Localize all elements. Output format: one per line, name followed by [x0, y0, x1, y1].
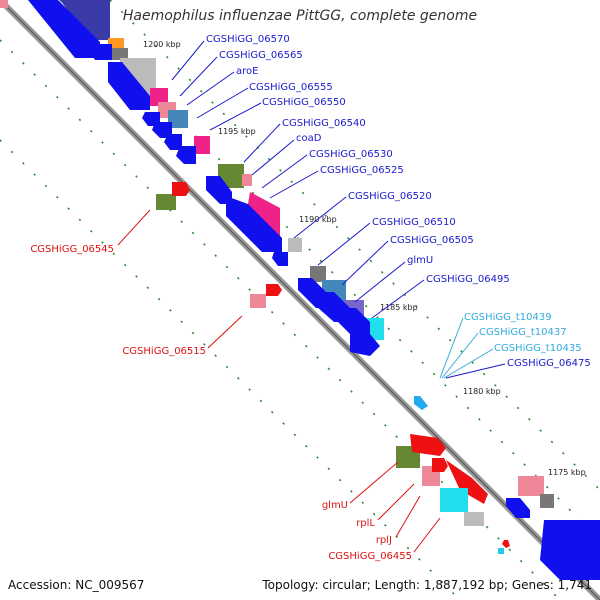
gene-label: CGSHiGG_06520: [348, 191, 432, 202]
ruler-label-1180: 1180 kbp: [463, 387, 501, 396]
forward-features: [28, 0, 600, 580]
gene-feature: [336, 308, 370, 336]
map-title: Haemophilus influenzae PittGG, complete …: [122, 8, 478, 24]
gene-label: CGSHiGG_06525: [320, 165, 404, 176]
gene-label: aroE: [236, 66, 258, 77]
genome-summary: Topology: circular; Length: 1,887,192 bp…: [262, 578, 592, 592]
gene-label: CGSHiGG_06455: [328, 551, 412, 562]
gene-feature: [28, 0, 100, 58]
ruler-label-1200: 1200 kbp: [143, 40, 181, 49]
rna-labels: CGSHiGG_t10439 CGSHiGG_t10437 CGSHiGG_t1…: [464, 312, 582, 354]
gene-feature: [506, 498, 530, 518]
gene-feature: [150, 88, 168, 106]
gene-feature: [246, 192, 280, 236]
gene-feature: [498, 548, 504, 554]
gene-feature: [266, 284, 282, 296]
gene-label: CGSHiGG_06545: [30, 244, 114, 255]
gene-feature: [168, 110, 188, 128]
gene-feature: [288, 238, 302, 252]
gene-label: CGSHiGG_06555: [249, 82, 333, 93]
ruler-labels: 1200 kbp 1195 kbp 1190 kbp 1185 kbp 1180…: [143, 40, 586, 477]
gene-feature: [350, 334, 380, 356]
forward-label-leaders: [171, 40, 506, 379]
gene-feature: [410, 434, 446, 456]
gene-feature: [0, 0, 8, 8]
gene-label: CGSHiGG_06505: [390, 235, 474, 246]
gene-feature: [432, 458, 448, 472]
gene-feature: [194, 136, 210, 154]
gene-label: CGSHiGG_06510: [372, 217, 456, 228]
gene-feature: [90, 44, 112, 60]
gene-feature: [414, 396, 428, 410]
gene-feature: [464, 512, 484, 526]
gene-feature: [176, 146, 196, 164]
gene-label: rplL: [356, 518, 375, 529]
gene-feature: [152, 122, 172, 138]
gene-feature: [60, 0, 110, 40]
gene-feature: [112, 48, 128, 60]
gene-feature: [440, 488, 468, 512]
gene-label: glmU: [407, 255, 433, 266]
ruler-label-1195: 1195 kbp: [218, 127, 256, 136]
gene-feature: [518, 476, 544, 496]
gene-label: CGSHiGG_t10435: [494, 343, 582, 354]
gene-label: CGSHiGG_06550: [262, 97, 346, 108]
gene-feature: [446, 460, 488, 504]
gene-feature: [540, 520, 600, 580]
gene-feature: [232, 202, 240, 214]
gene-label: CGSHiGG_06565: [219, 50, 303, 61]
gene-label: CGSHiGG_t10439: [464, 312, 552, 323]
forward-labels: CGSHiGG_06570 CGSHiGG_06565 aroE CGSHiGG…: [206, 34, 591, 369]
gene-label: CGSHiGG_06570: [206, 34, 290, 45]
gene-feature: [250, 294, 266, 308]
gene-feature: [206, 176, 232, 204]
accession-label: Accession: NC_009567: [8, 578, 145, 592]
gene-label: CGSHiGG_06515: [122, 346, 206, 357]
gene-label: CGSHiGG_06495: [426, 274, 510, 285]
gene-label: CGSHiGG_06475: [507, 358, 591, 369]
gene-label: coaD: [296, 133, 322, 144]
ruler-label-1175: 1175 kbp: [548, 468, 586, 477]
gene-label: CGSHiGG_06540: [282, 118, 366, 129]
gene-feature: [164, 134, 182, 150]
reverse-features: [0, 0, 510, 554]
gene-feature: [156, 194, 176, 210]
gene-feature: [310, 266, 326, 282]
gene-label: glmU: [322, 500, 348, 511]
gene-feature: [272, 252, 288, 266]
gene-feature: [172, 182, 190, 196]
gene-label: CGSHiGG_t10437: [479, 327, 567, 338]
gene-feature: [242, 174, 252, 186]
gene-label: rplJ: [376, 535, 392, 546]
ruler-label-1185: 1185 kbp: [380, 303, 418, 312]
gene-feature: [540, 494, 554, 508]
gene-label: CGSHiGG_06530: [309, 149, 393, 160]
gene-feature: [108, 62, 150, 110]
reverse-labels: CGSHiGG_06545 CGSHiGG_06515 glmU rplL rp…: [30, 244, 412, 562]
reverse-label-leaders: [117, 209, 441, 553]
rna-label-leaders: [439, 317, 494, 379]
gene-feature: [502, 540, 510, 548]
